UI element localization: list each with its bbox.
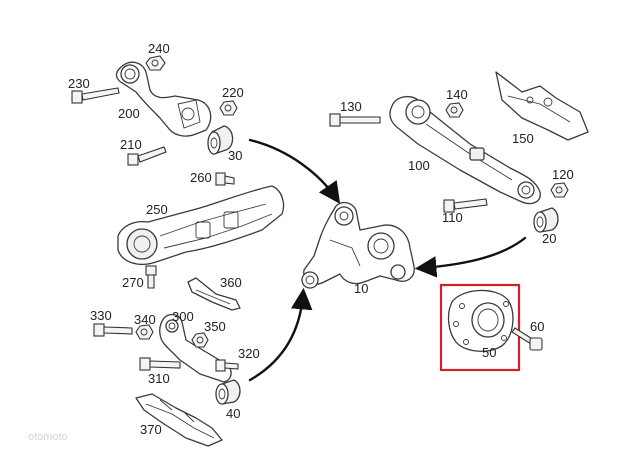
nut-340	[135, 324, 154, 340]
label-220: 220	[222, 85, 244, 100]
nut-350	[191, 332, 209, 348]
bolt-330	[93, 323, 133, 337]
label-100: 100	[408, 158, 430, 173]
bolt-270	[145, 265, 157, 289]
lower-arm-250	[117, 185, 285, 265]
label-250: 250	[146, 202, 168, 217]
bolt-230	[71, 87, 120, 104]
bolt-130	[329, 113, 381, 127]
label-30: 30	[228, 148, 242, 163]
label-350: 350	[204, 319, 226, 334]
label-320: 320	[238, 346, 260, 361]
label-200: 200	[118, 106, 140, 121]
label-10: 10	[354, 281, 368, 296]
wheel-hub-50	[447, 289, 514, 352]
label-130: 130	[340, 99, 362, 114]
nut-240	[145, 55, 166, 71]
label-140: 140	[446, 87, 468, 102]
bushing-20	[533, 207, 559, 233]
bolt-310	[139, 357, 181, 371]
label-230: 230	[68, 76, 90, 91]
label-310: 310	[148, 371, 170, 386]
bushing-30	[207, 125, 234, 155]
label-270: 270	[122, 275, 144, 290]
highlight-frame-50	[439, 283, 521, 372]
label-110: 110	[442, 210, 463, 225]
bolt-260	[215, 172, 235, 186]
label-120: 120	[552, 167, 574, 182]
label-340: 340	[134, 312, 156, 327]
label-260: 260	[190, 170, 212, 185]
label-20: 20	[542, 231, 556, 246]
bolt-320	[215, 359, 239, 372]
label-60: 60	[530, 319, 544, 334]
bolt-60	[511, 327, 543, 351]
label-40: 40	[226, 406, 240, 421]
arrow-upper-right-to-knuckle	[414, 236, 527, 278]
control-arm-100	[389, 95, 541, 205]
upper-arm-200	[115, 61, 212, 137]
label-150: 150	[512, 131, 534, 146]
arrow-lower-left-to-knuckle	[248, 287, 313, 382]
label-210: 210	[120, 137, 142, 152]
link-360	[187, 277, 241, 311]
bolt-110	[443, 198, 488, 213]
arrow-upper-left-to-knuckle	[248, 138, 341, 204]
label-370: 370	[140, 422, 162, 437]
label-240: 240	[148, 41, 170, 56]
nut-140	[445, 102, 464, 118]
link-300	[159, 313, 232, 383]
bracket-150	[495, 71, 589, 141]
cover-370	[135, 393, 223, 447]
wheel-carrier-10	[301, 201, 415, 289]
bushing-40	[215, 379, 241, 405]
nut-120	[550, 182, 569, 198]
label-50: 50	[482, 345, 496, 360]
label-300: 300	[172, 309, 194, 324]
watermark: otomoto	[28, 431, 68, 443]
nut-220	[219, 100, 238, 116]
bolt-210	[127, 146, 167, 166]
label-330: 330	[90, 308, 112, 323]
label-360: 360	[220, 275, 242, 290]
